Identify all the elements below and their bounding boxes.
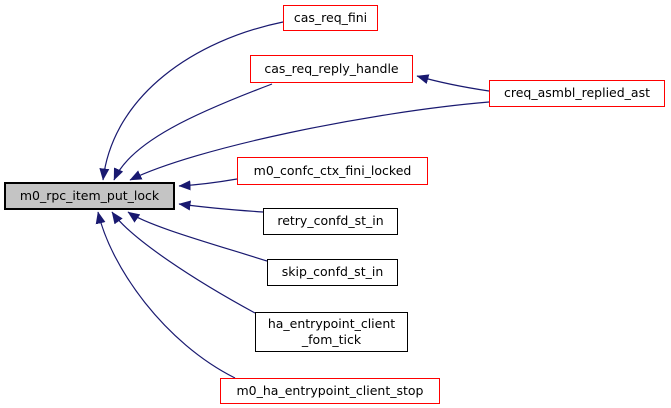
edge-skip-confd-st-in-to-m0-rpc-item-put-lock xyxy=(127,211,268,262)
node-cas-req-reply-handle[interactable]: cas_req_reply_handle xyxy=(250,55,413,83)
node-label: ha_entrypoint_client _fom_tick xyxy=(267,315,396,347)
node-skip-confd-st-in[interactable]: skip_confd_st_in xyxy=(267,259,398,286)
node-m0-ha-entrypoint-client-stop[interactable]: m0_ha_entrypoint_client_stop xyxy=(220,378,440,404)
node-label: m0_confc_ctx_fini_locked xyxy=(253,162,412,178)
node-label: cas_req_fini xyxy=(293,9,368,25)
edge-ha-entrypoint-client-fom-tick-to-m0-rpc-item-put-lock xyxy=(111,211,256,314)
node-label: creq_asmbl_replied_ast xyxy=(503,85,650,101)
edge-m0-confc-ctx-fini-locked-to-m0-rpc-item-put-lock xyxy=(178,178,238,191)
node-ha-entrypoint-client-fom-tick[interactable]: ha_entrypoint_client _fom_tick xyxy=(255,312,408,352)
edge-retry-confd-st-in-to-m0-rpc-item-put-lock xyxy=(178,200,264,213)
node-m0-rpc-item-put-lock: m0_rpc_item_put_lock xyxy=(4,182,175,210)
node-label: m0_rpc_item_put_lock xyxy=(19,187,160,203)
node-m0-confc-ctx-fini-locked[interactable]: m0_confc_ctx_fini_locked xyxy=(237,157,428,185)
node-label: skip_confd_st_in xyxy=(281,264,384,280)
edge-creq-asmbl-replied-ast-to-m0-rpc-item-put-lock xyxy=(129,101,490,181)
node-retry-confd-st-in[interactable]: retry_confd_st_in xyxy=(263,208,398,235)
edge-cas-req-reply-handle-to-m0-rpc-item-put-lock xyxy=(113,83,273,181)
node-label: m0_ha_entrypoint_client_stop xyxy=(236,382,424,398)
node-label: cas_req_reply_handle xyxy=(264,60,399,76)
edge-m0-ha-entrypoint-client-stop-to-m0-rpc-item-put-lock xyxy=(95,211,236,379)
node-cas-req-fini[interactable]: cas_req_fini xyxy=(283,5,378,31)
edge-cas-req-fini-to-m0-rpc-item-put-lock xyxy=(99,21,284,181)
node-creq-asmbl-replied-ast[interactable]: creq_asmbl_replied_ast xyxy=(489,80,665,107)
node-label: retry_confd_st_in xyxy=(277,213,384,229)
edge-creq-asmbl-replied-ast-to-cas-req-reply-handle xyxy=(416,74,490,92)
